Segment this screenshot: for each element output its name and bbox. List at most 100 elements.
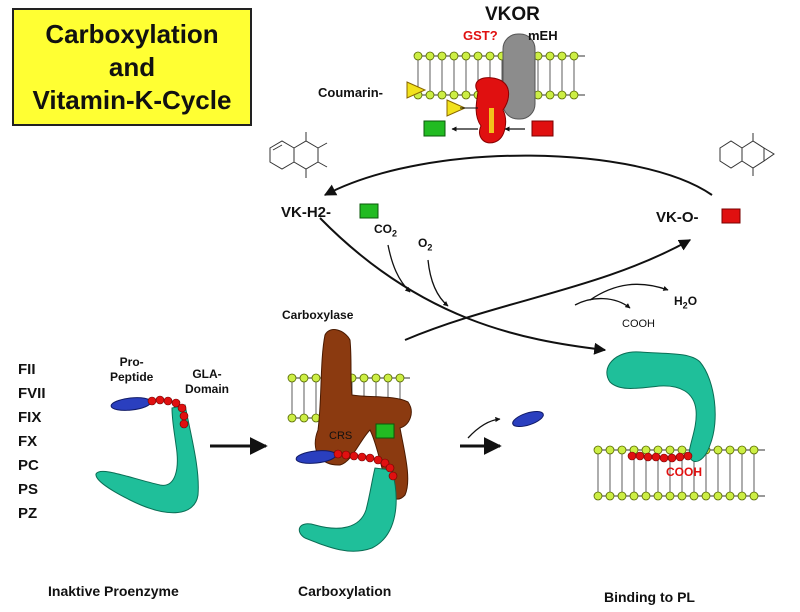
lipid-head (359, 373, 369, 383)
meh-label: mEH (528, 28, 558, 43)
lipid-head (677, 491, 687, 501)
propeptide-label: Pro- Peptide (110, 355, 153, 385)
lipid-head (383, 373, 393, 383)
gla-domain-label: GLA- Domain (185, 367, 229, 397)
regeneration-arrow (323, 154, 713, 196)
factor-item: PZ (18, 505, 38, 522)
crs-label: CRS (329, 430, 353, 442)
factor-item: FVII (18, 385, 46, 402)
gla-residue (683, 451, 693, 461)
lipid-head (665, 491, 675, 501)
propeptide-release-arrow (467, 416, 501, 439)
lipid-head (665, 445, 675, 455)
gla-residue (179, 419, 189, 429)
gla-domain-label-line-2: Domain (185, 382, 230, 396)
propeptide (110, 397, 152, 411)
vitamin-k-epoxide-structure-icon (719, 133, 775, 176)
vk-h2-label: VK-H2- (281, 204, 332, 221)
lipid-head (287, 413, 297, 423)
lipid-head (701, 491, 711, 501)
gla-residue (365, 453, 375, 463)
co2-subscript: 2 (392, 228, 398, 239)
factor-list: FII FVII FIX FX PC PS PZ (18, 358, 46, 526)
h2o-h-text: H (674, 294, 683, 308)
reduced-vk-square-icon (423, 120, 446, 137)
lipid-head (287, 373, 297, 383)
caption-binding-to-pl: Binding to PL (604, 589, 695, 605)
lipid-head (653, 491, 663, 501)
h2o-o-text: O (687, 294, 698, 308)
factor-item: PC (18, 457, 39, 474)
gla-residues-right (627, 451, 693, 463)
lipid-head (725, 445, 735, 455)
lipid-head (713, 445, 723, 455)
gla-residue (357, 452, 367, 462)
lipid-head (617, 445, 627, 455)
gla-residue (155, 395, 165, 405)
lipid-head (593, 491, 603, 501)
vkor-label: VKOR (485, 4, 540, 25)
gla-residue (627, 451, 637, 461)
caption-carboxylation: Carboxylation (298, 583, 392, 599)
lipid-head (569, 90, 579, 100)
lipid-head (299, 413, 309, 423)
co2-text: CO (374, 222, 392, 236)
gla-residue (349, 451, 359, 461)
lipid-head (569, 51, 579, 61)
propeptide-label-line-2: Peptide (110, 370, 154, 384)
lipid-head (413, 51, 423, 61)
lipid-head (449, 90, 459, 100)
o2-subscript: 2 (427, 242, 433, 253)
caption-inactive-proenzyme: Inaktive Proenzyme (48, 583, 179, 599)
vkor-site (489, 108, 494, 133)
gla-residue (177, 403, 187, 413)
co2-arrow (387, 244, 411, 293)
title-box: Carboxylation and Vitamin-K-Cycle (12, 8, 252, 126)
epoxide-vk-square-icon (531, 120, 554, 137)
proenzyme-protein (95, 404, 199, 514)
lipid-head (299, 373, 309, 383)
lipid-head (545, 51, 555, 61)
lipid-head (605, 445, 615, 455)
lipid-head (713, 491, 723, 501)
coumarin-inhibitor-icon (446, 99, 467, 117)
lipid-head (461, 51, 471, 61)
cycle-cooh-label: COOH (622, 318, 655, 330)
lipid-head (395, 373, 405, 383)
lipid-head (629, 491, 639, 501)
carboxylase-label: Carboxylase (282, 308, 354, 322)
lipid-head (311, 373, 321, 383)
title-line-2: and (108, 51, 156, 82)
co2-label: CO2 (374, 222, 397, 238)
vitamin-k-hydroquinone-structure-icon (269, 132, 328, 178)
lipid-head (449, 51, 459, 61)
h2o-subscript: 2 (682, 300, 688, 311)
lipid-head (437, 51, 447, 61)
carboxylase-protein (314, 329, 412, 500)
vk-h2-square-icon (359, 203, 379, 219)
lipid-head (605, 491, 615, 501)
title-line-1: Carboxylation (45, 18, 219, 49)
gla-residue (667, 453, 677, 463)
lipid-head (425, 51, 435, 61)
bound-cooh-label: COOH (666, 465, 702, 479)
vk-o-square-icon (721, 208, 741, 224)
h2o-arrow (589, 283, 669, 301)
gla-residue (651, 452, 661, 462)
substrate-protein (298, 467, 397, 552)
coumarin-triangle-icon (406, 81, 427, 99)
gla-residue (388, 471, 398, 481)
h2o-label: H2O (674, 294, 697, 310)
lipid-head (557, 51, 567, 61)
gla-domain-label-line-1: GLA- (192, 367, 222, 381)
gla-residues-middle (333, 449, 398, 481)
carboxylation-arrow (319, 217, 607, 355)
propeptide-label-line-1: Pro- (119, 355, 144, 369)
factor-item: FIX (18, 409, 42, 426)
gla-residue (385, 463, 395, 473)
gla-residue (179, 411, 189, 421)
lipid-head (593, 445, 603, 455)
lipid-head (485, 51, 495, 61)
